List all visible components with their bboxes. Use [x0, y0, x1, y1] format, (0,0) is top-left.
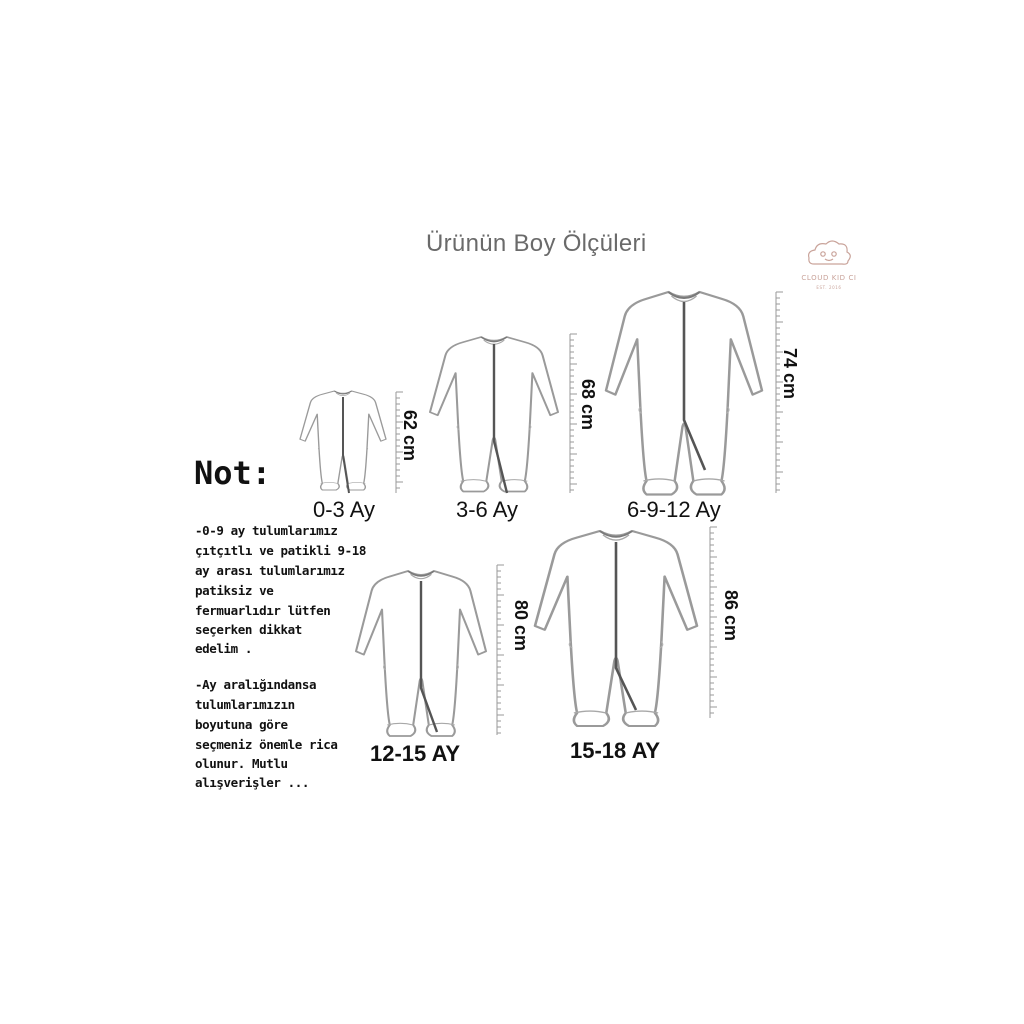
height-label-6-9-12: 74 cm	[780, 348, 800, 400]
garment-12-15	[354, 569, 488, 738]
garment-15-18	[533, 529, 699, 728]
garment-0-3	[299, 390, 387, 494]
brand-name: CLOUD KID CI	[801, 274, 857, 282]
height-label-0-3: 62 cm	[400, 410, 420, 462]
note-line: -0-9 ay tulumlarımız	[195, 523, 338, 538]
garment-3-6	[428, 335, 560, 494]
height-label-12-15: 80 cm	[511, 600, 531, 652]
height-label-15-18: 86 cm	[721, 590, 741, 642]
measurement-rulers	[395, 291, 783, 735]
cloud-logo-icon	[808, 240, 851, 265]
note-line: çıtçıtlı ve patikli 9-18	[195, 543, 367, 558]
size-label-6-9-12: 6-9-12 Ay	[627, 497, 721, 522]
size-label-12-15: 12-15 AY	[370, 741, 461, 766]
note-line: boyutuna göre	[195, 717, 288, 732]
note-line: tulumlarımızın	[195, 697, 295, 712]
note-line: fermuarlıdır lütfen	[195, 603, 331, 618]
note-line: patiksiz ve	[195, 583, 274, 598]
note-heading: Not:	[194, 454, 272, 492]
page-title: Ürünün Boy Ölçüleri	[426, 230, 647, 257]
note-line: alışverişler ...	[195, 775, 310, 790]
height-label-3-6: 68 cm	[578, 379, 598, 431]
note-line: -Ay aralığındansa	[195, 677, 317, 692]
brand-logo: CLOUD KID CI EST. 2016	[790, 234, 868, 294]
note-line: seçmeniz önemle rica	[195, 737, 338, 752]
note-line: seçerken dikkat	[195, 622, 302, 637]
garment-6-9-12	[604, 290, 764, 496]
note-line: edelim .	[195, 641, 253, 656]
note-line: ay arası tulumlarımız	[195, 563, 345, 578]
size-label-15-18: 15-18 AY	[570, 738, 661, 763]
brand-est: EST. 2016	[816, 285, 842, 290]
size-label-3-6: 3-6 Ay	[456, 497, 518, 522]
size-label-0-3: 0-3 Ay	[313, 497, 375, 522]
note-line: olunur. Mutlu	[195, 756, 288, 771]
